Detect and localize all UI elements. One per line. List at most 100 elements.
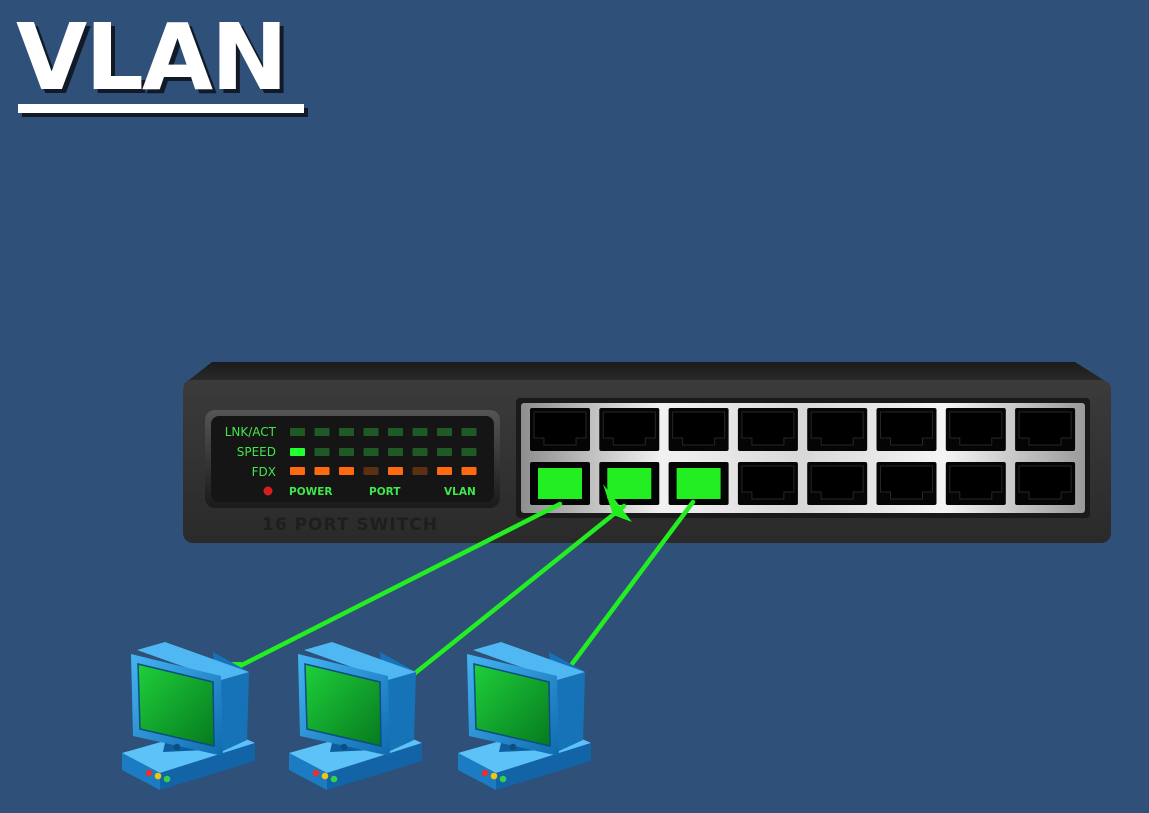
port-jack: [1018, 465, 1072, 500]
port-jack: [810, 465, 864, 500]
title-underline: [18, 104, 304, 113]
port-jack: [533, 411, 587, 446]
base-side: [160, 743, 255, 790]
port-plug: [607, 468, 652, 499]
port-top-3[interactable]: [668, 408, 729, 451]
port-top-4[interactable]: [737, 408, 798, 451]
power-button: [173, 743, 181, 751]
port-panel: [516, 398, 1090, 518]
indicator-light: [499, 775, 507, 783]
port-bottom-3[interactable]: [668, 462, 729, 505]
indicator-light: [154, 772, 162, 780]
base-front: [122, 753, 160, 790]
port-top-5[interactable]: [807, 408, 868, 451]
indicator-light: [490, 772, 498, 780]
port-panel-plate: [521, 403, 1085, 513]
port-plug: [538, 468, 582, 499]
port-bottom-2[interactable]: [599, 462, 660, 505]
led-caption-vlan: VLAN: [444, 486, 476, 498]
port-top-6[interactable]: [876, 408, 937, 451]
port-bottom-6[interactable]: [876, 462, 937, 505]
port-top-1[interactable]: [530, 408, 590, 451]
indicator-light: [312, 769, 320, 777]
monitor-top: [137, 642, 249, 680]
port-bottom-4[interactable]: [737, 462, 798, 505]
led-fdx-7: [437, 467, 452, 475]
base-front: [458, 753, 496, 790]
base-side: [496, 743, 591, 790]
led-lnk-act-8: [461, 428, 477, 436]
port-bottom-8[interactable]: [1015, 462, 1076, 505]
port-jack: [741, 411, 795, 446]
led-speed-6: [412, 448, 428, 456]
base-front: [289, 753, 327, 790]
port-top-2[interactable]: [599, 408, 660, 451]
network-switch: LNK/ACT SPEED FDX POWER PORT VLAN 16 POR…: [183, 362, 1111, 543]
port-top-8[interactable]: [1015, 408, 1076, 451]
computer-1[interactable]: [122, 642, 255, 790]
indicator-light: [145, 769, 153, 777]
led-fdx-2: [314, 467, 330, 475]
led-fdx-5: [388, 467, 403, 475]
led-row-label-fdx: FDX: [252, 465, 276, 479]
monitor-screen: [137, 663, 215, 747]
computer-2[interactable]: [289, 642, 422, 790]
led-speed-8: [461, 448, 477, 456]
led-panel-face: [211, 416, 494, 502]
led-lnk-act-4: [363, 428, 379, 436]
indicator-light: [481, 769, 489, 777]
led-fdx-4: [363, 467, 379, 475]
led-caption-power: POWER: [289, 486, 332, 498]
power-indicator: [263, 486, 273, 496]
monitor-screen: [473, 663, 551, 747]
port-jack: [949, 465, 1003, 500]
cable-port-3-to-computer-3: [569, 499, 696, 667]
port-jack: [1018, 411, 1072, 446]
led-lnk-act-5: [388, 428, 403, 436]
led-grid: [290, 428, 477, 475]
led-row-label-lnk-act: LNK/ACT: [225, 425, 277, 439]
page-title: VLAN: [16, 4, 288, 111]
monitor-top: [304, 642, 416, 680]
port-bottom-1[interactable]: [530, 462, 590, 505]
led-fdx-6: [412, 467, 428, 475]
led-fdx-3: [339, 467, 354, 475]
led-speed-3: [339, 448, 354, 456]
port-jack: [880, 465, 933, 500]
cable-port-1-to-computer-1: [235, 501, 563, 670]
cable-group: [218, 484, 696, 677]
port-jack: [810, 411, 864, 446]
monitor-top: [473, 642, 585, 680]
port-bottom-7[interactable]: [945, 462, 1006, 505]
port-grid: [530, 408, 1076, 505]
led-lnk-act-3: [339, 428, 354, 436]
computer-3[interactable]: [458, 642, 591, 790]
led-lnk-act-6: [412, 428, 428, 436]
base-side: [327, 743, 422, 790]
led-lnk-act-7: [437, 428, 452, 436]
led-lnk-act-1: [290, 428, 305, 436]
led-speed-1: [290, 448, 305, 456]
indicator-light: [321, 772, 329, 780]
port-jack: [602, 411, 656, 446]
port-jack: [741, 465, 795, 500]
port-plug: [676, 468, 721, 499]
cable-arrow-port-2: [603, 484, 632, 522]
monitor-screen: [304, 663, 382, 747]
port-jack: [949, 411, 1003, 446]
port-jack: [880, 411, 933, 446]
port-top-7[interactable]: [945, 408, 1006, 451]
cable-port-2-to-computer-2: [411, 503, 627, 677]
computer-group: [122, 642, 591, 790]
power-button: [340, 743, 348, 751]
led-row-label-speed: SPEED: [237, 445, 276, 459]
port-bottom-5[interactable]: [807, 462, 868, 505]
led-fdx-8: [461, 467, 477, 475]
indicator-light: [163, 775, 171, 783]
led-panel: LNK/ACT SPEED FDX POWER PORT VLAN: [205, 410, 500, 508]
switch-model-label: 16 PORT SWITCH: [262, 515, 438, 535]
port-jack: [672, 411, 726, 446]
led-caption-port: PORT: [369, 486, 401, 498]
